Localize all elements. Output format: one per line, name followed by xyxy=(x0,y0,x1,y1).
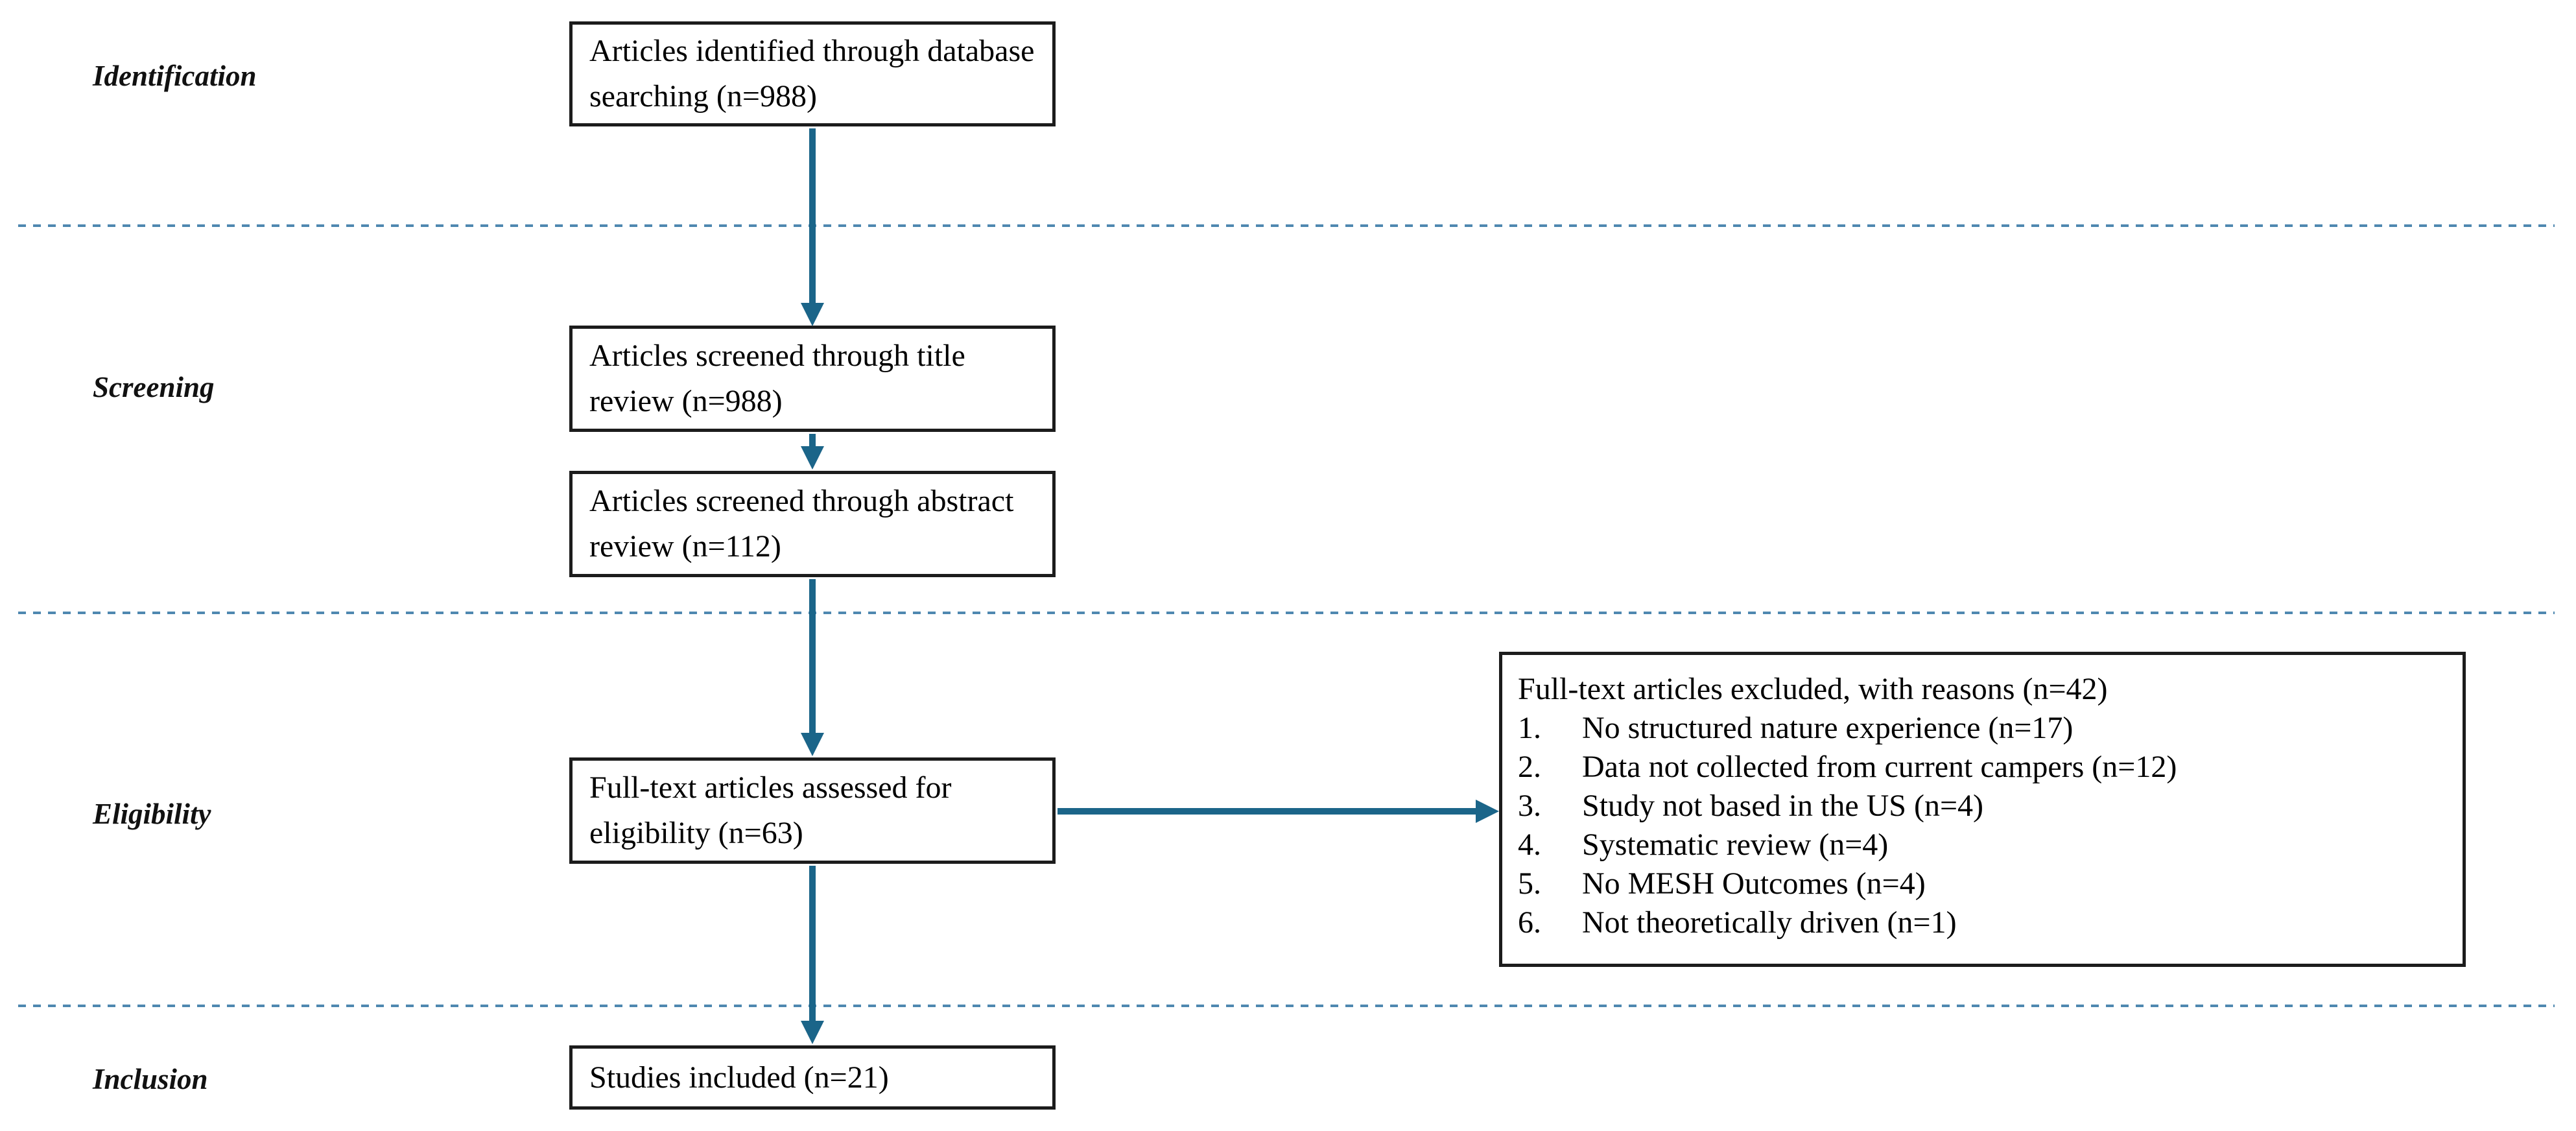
arrow-fulltext-to-included xyxy=(809,866,816,1021)
box-excluded-reasons: Full-text articles excluded, with reason… xyxy=(1499,652,2466,967)
excluded-reasons-title: Full-text articles excluded, with reason… xyxy=(1518,672,2108,706)
stage-label-screening: Screening xyxy=(93,371,215,403)
box-title-review-text: Articles screened through title review (… xyxy=(589,339,965,418)
arrow-down-icon xyxy=(801,446,824,470)
box-studies-included: Studies included (n=21) xyxy=(569,1045,1056,1110)
excluded-reason-item: 3. Study not based in the US (n=4) xyxy=(1518,789,1984,823)
stage-label-inclusion: Inclusion xyxy=(93,1063,208,1095)
arrow-down-icon xyxy=(801,303,824,326)
arrow-down-icon xyxy=(801,1021,824,1044)
excluded-reason-item: 1. No structured nature experience (n=17… xyxy=(1518,711,2074,745)
box-articles-identified: Articles identified through database sea… xyxy=(569,21,1056,126)
arrow-abstract-to-fulltext xyxy=(809,579,816,733)
excluded-reason-item: 2. Data not collected from current campe… xyxy=(1518,750,2177,784)
box-studies-included-text: Studies included (n=21) xyxy=(589,1060,889,1095)
box-articles-identified-text: Articles identified through database sea… xyxy=(589,34,1035,113)
stage-label-eligibility: Eligibility xyxy=(93,798,211,830)
excluded-reason-item: 5. No MESH Outcomes (n=4) xyxy=(1518,866,1926,901)
excluded-reason-item: 6. Not theoretically driven (n=1) xyxy=(1518,905,1957,940)
box-abstract-review-text: Articles screened through abstract revie… xyxy=(589,484,1014,564)
arrow-down-icon xyxy=(801,733,824,756)
section-divider-2 xyxy=(18,612,2555,614)
section-divider-3 xyxy=(18,1005,2555,1007)
excluded-reason-item: 4. Systematic review (n=4) xyxy=(1518,827,1889,862)
arrow-title-to-abstract-review xyxy=(809,434,816,447)
box-title-review: Articles screened through title review (… xyxy=(569,326,1056,432)
box-fulltext-assessed-text: Full-text articles assessed for eligibil… xyxy=(589,770,952,850)
arrow-identified-to-title-review xyxy=(809,128,816,304)
arrow-right-icon xyxy=(1476,800,1499,823)
stage-label-identification: Identification xyxy=(93,60,257,92)
section-divider-1 xyxy=(18,224,2555,227)
arrow-fulltext-to-excluded xyxy=(1058,808,1476,815)
box-fulltext-assessed: Full-text articles assessed for eligibil… xyxy=(569,757,1056,864)
box-abstract-review: Articles screened through abstract revie… xyxy=(569,471,1056,577)
